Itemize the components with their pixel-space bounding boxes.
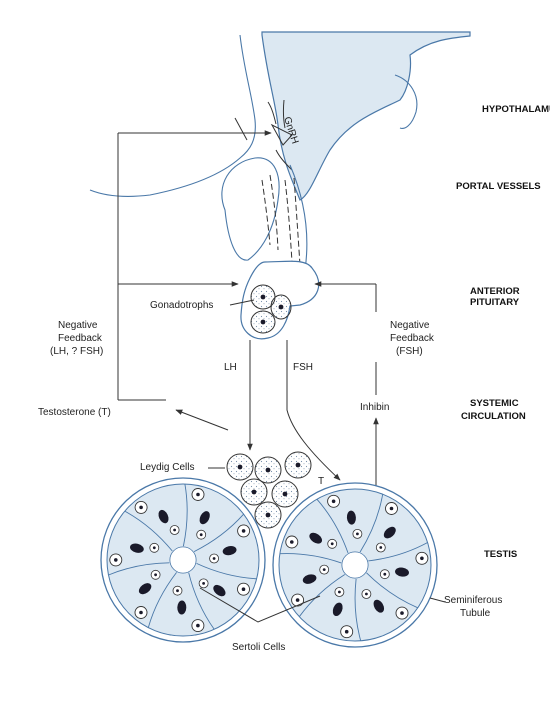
spermatid-nucleus xyxy=(200,533,203,536)
leydig-cell xyxy=(285,452,311,478)
germ-cell-nucleus xyxy=(296,598,300,602)
level-anterior-pituitary-2: PITUITARY xyxy=(470,297,520,308)
spermatid-nucleus xyxy=(365,593,368,596)
germ-cell-nucleus xyxy=(139,506,143,510)
seminiferous-label-1: Seminiferous xyxy=(444,595,502,606)
neg-feedback-left-line3: (LH, ? FSH) xyxy=(50,346,103,357)
testosterone-label: Testosterone (T) xyxy=(38,407,111,418)
level-systemic-2: CIRCULATION xyxy=(461,411,526,422)
germ-cell-nucleus xyxy=(196,624,200,628)
t-marker: T xyxy=(318,476,324,487)
spermatid-nucleus xyxy=(202,582,205,585)
leydig-cell xyxy=(255,457,281,483)
seminiferous-pointer xyxy=(430,598,445,602)
spermatid-nucleus xyxy=(176,589,179,592)
sertoli-cells-label: Sertoli Cells xyxy=(232,642,285,653)
germ-cell-nucleus xyxy=(390,507,394,511)
seminiferous-tubule-left xyxy=(101,478,265,642)
lh-label: LH xyxy=(224,362,237,373)
spermatid-nucleus xyxy=(383,573,386,576)
spermatid-nucleus xyxy=(213,557,216,560)
spermatid-nucleus xyxy=(331,542,334,545)
inhibin-label: Inhibin xyxy=(360,402,389,413)
level-testis: TESTIS xyxy=(484,549,517,560)
leydig-cell xyxy=(255,502,281,528)
seminiferous-label-2: Tubule xyxy=(460,608,491,619)
neg-feedback-right-line1: Negative xyxy=(390,320,430,331)
germ-cell-nucleus xyxy=(290,540,294,544)
leydig-cells-label: Leydig Cells xyxy=(140,462,194,473)
portal-vessels xyxy=(222,158,307,270)
spermatid-nucleus xyxy=(173,529,176,532)
germ-cell-nucleus xyxy=(400,611,404,615)
germ-cell-nucleus xyxy=(139,611,143,615)
leydig-cell xyxy=(227,454,253,480)
germ-cell-nucleus xyxy=(420,557,424,561)
level-anterior-pituitary-1: ANTERIOR xyxy=(470,286,520,297)
spermatid-nucleus xyxy=(323,568,326,571)
seminiferous-tubule-right xyxy=(273,483,437,647)
level-portal-vessels: PORTAL VESSELS xyxy=(456,181,541,192)
germ-cell-nucleus xyxy=(242,529,246,533)
level-hypothalamus: HYPOTHALAMUS xyxy=(482,104,550,115)
germ-cell-nucleus xyxy=(114,558,118,562)
neg-feedback-left-line2: Feedback xyxy=(58,333,103,344)
leydig-cell xyxy=(272,481,298,507)
hypothalamus-tissue xyxy=(90,32,470,200)
level-systemic-1: SYSTEMIC xyxy=(470,398,519,409)
spermatid-nucleus xyxy=(356,533,359,536)
spermatid-nucleus xyxy=(154,573,157,576)
left-feedback-loop xyxy=(118,133,271,400)
spermatid-nucleus xyxy=(379,546,382,549)
neg-feedback-right-line2: Feedback xyxy=(390,333,435,344)
tubule-lumen xyxy=(342,552,368,578)
gonadotrophs-label: Gonadotrophs xyxy=(150,300,213,311)
spermatid-nucleus xyxy=(338,591,341,594)
testosterone-arrow xyxy=(176,410,228,430)
germ-cell-nucleus xyxy=(196,493,200,497)
spermatid-nucleus xyxy=(153,546,156,549)
germ-cell-nucleus xyxy=(345,630,349,634)
fsh-label: FSH xyxy=(293,362,313,373)
neg-feedback-right-line3: (FSH) xyxy=(396,346,423,357)
tubule-lumen xyxy=(170,547,196,573)
leydig-cell xyxy=(241,479,267,505)
germ-cell-nucleus xyxy=(242,587,246,591)
right-feedback-loop xyxy=(315,284,376,490)
neg-feedback-left-line1: Negative xyxy=(58,320,98,331)
germ-cell-nucleus xyxy=(332,500,336,504)
